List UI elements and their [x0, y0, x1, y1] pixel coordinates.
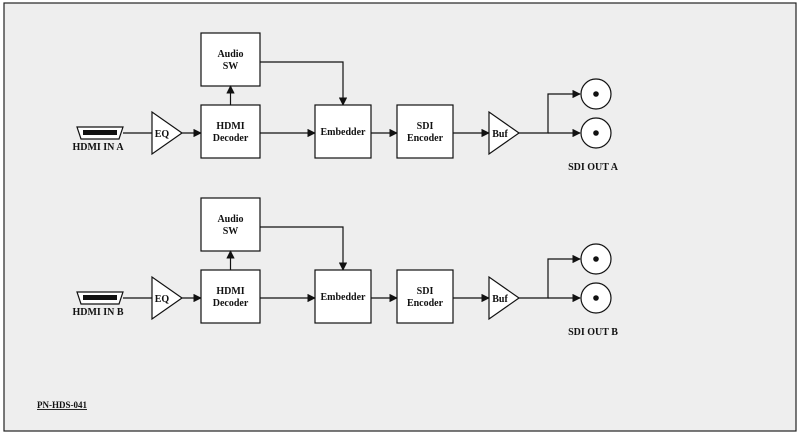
- sdi-encoder-label-1: SDI: [417, 286, 434, 297]
- hdmi-connector-icon: [76, 291, 124, 305]
- sdi-bnc-connector-icon: [580, 78, 612, 110]
- hdmi-decoder-block: [200, 269, 261, 324]
- sdi-encoder-label-1: SDI: [417, 121, 434, 132]
- embedder-block: [314, 104, 372, 159]
- buf-amplifier: [488, 110, 521, 156]
- sdi-out-label: SDI OUT B: [568, 327, 618, 338]
- sdi-bnc-connector-icon: [580, 282, 612, 314]
- channel-b: HDMI IN B EQ HDMI Decoder Audio SW Embed…: [72, 197, 618, 338]
- audio-sw-label-2: SW: [223, 61, 239, 72]
- sdi-out-label: SDI OUT A: [568, 162, 619, 173]
- audio-sw-block: [200, 32, 261, 87]
- sdi-bnc-connector-icon: [580, 117, 612, 149]
- hdmi-decoder-block: [200, 104, 261, 159]
- audio-sw-block: [200, 197, 261, 252]
- wire-audiosw-embedder: [260, 61, 348, 106]
- diagram-frame: [3, 2, 797, 432]
- buf-label: Buf: [492, 294, 508, 305]
- hdmi-in-label: HDMI IN A: [72, 142, 124, 153]
- wire-buf-out1: [519, 254, 581, 299]
- hdmi-in-label: HDMI IN B: [72, 307, 123, 318]
- audio-sw-label-1: Audio: [217, 49, 243, 60]
- audio-sw-label-1: Audio: [217, 214, 243, 225]
- hdmi-decoder-label-2: Decoder: [213, 298, 249, 309]
- hdmi-decoder-label-2: Decoder: [213, 133, 249, 144]
- eq-amplifier: [151, 275, 184, 321]
- sdi-encoder-label-2: Encoder: [407, 133, 444, 144]
- sdi-encoder-label-2: Encoder: [407, 298, 444, 309]
- wire-audiosw-embedder: [260, 226, 348, 271]
- embedder-label: Embedder: [321, 292, 367, 303]
- embedder-block: [314, 269, 372, 324]
- buf-label: Buf: [492, 129, 508, 140]
- part-number: PN-HDS-041: [37, 400, 87, 410]
- eq-amplifier: [151, 110, 184, 156]
- buf-amplifier: [488, 275, 521, 321]
- sdi-encoder-block: [396, 104, 454, 159]
- eq-label: EQ: [155, 129, 170, 140]
- eq-label: EQ: [155, 294, 170, 305]
- embedder-label: Embedder: [321, 127, 367, 138]
- wire-buf-out1: [519, 89, 581, 134]
- sdi-encoder-block: [396, 269, 454, 324]
- hdmi-connector-icon: [76, 126, 124, 140]
- sdi-bnc-connector-icon: [580, 243, 612, 275]
- hdmi-decoder-label-1: HDMI: [216, 286, 244, 297]
- channel-a: HDMI IN A EQ HDMI Decoder Audio SW Embed…: [72, 32, 619, 173]
- hdmi-decoder-label-1: HDMI: [216, 121, 244, 132]
- audio-sw-label-2: SW: [223, 226, 239, 237]
